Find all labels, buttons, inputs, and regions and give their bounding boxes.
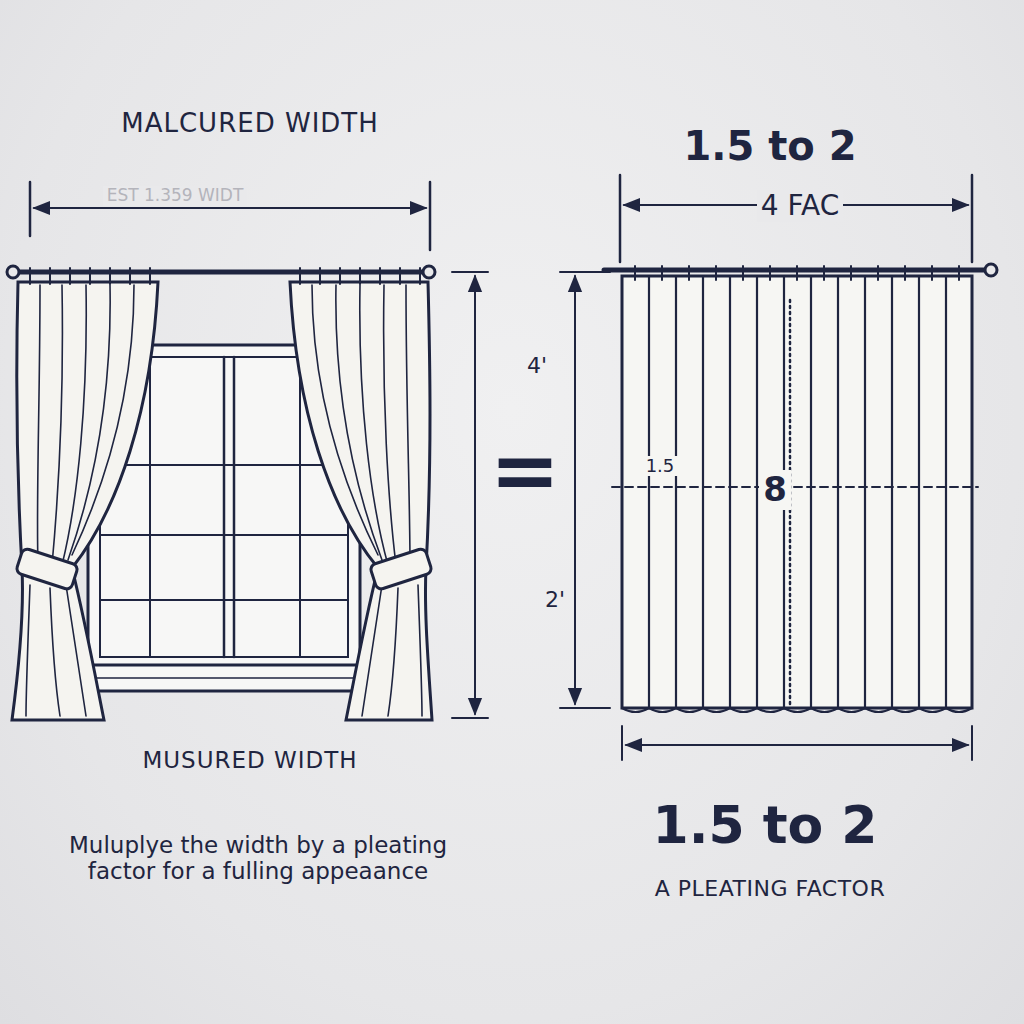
heading-label: MALCURED WIDTH xyxy=(121,109,379,139)
equals-sign: = xyxy=(490,422,560,519)
dimension-label: 2' xyxy=(545,587,565,612)
dimension-label: 4 FAC xyxy=(757,190,843,222)
dimension-label: 4' xyxy=(527,353,547,378)
pleating-factor-label: A PLEATING FACTOR xyxy=(655,876,885,901)
callout-number: 8 xyxy=(759,470,791,509)
factor-range-label: 1.5 to 2 xyxy=(683,123,856,169)
faint-dimension-label: EST 1.359 WIDT xyxy=(103,186,248,206)
measured-width-label: MUSURED WIDTH xyxy=(142,747,357,773)
dimension-label: 1.5 xyxy=(642,456,679,477)
instruction-note: Muluplye the width by a pleating factor … xyxy=(63,832,453,885)
factor-range-label: 1.5 to 2 xyxy=(652,796,877,856)
